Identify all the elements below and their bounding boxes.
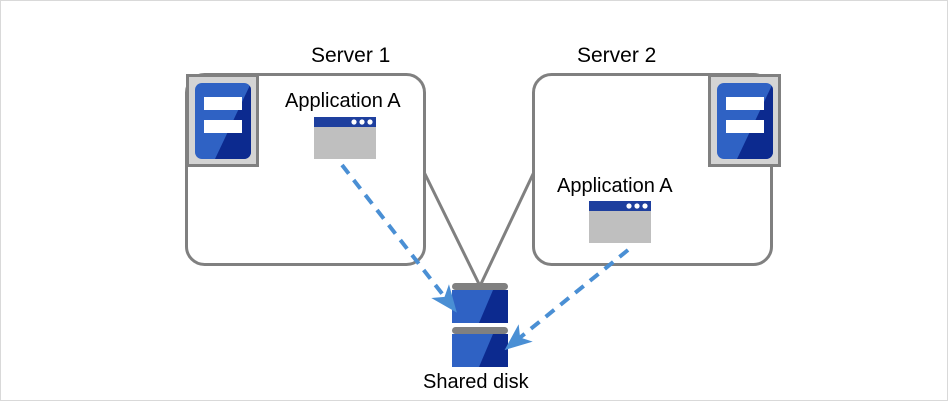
application-window-icon bbox=[314, 117, 376, 159]
server1-to-disk-link bbox=[422, 170, 482, 288]
data-flow-arrows bbox=[340, 163, 630, 351]
connection-lines bbox=[422, 170, 536, 288]
server-icon bbox=[708, 74, 781, 167]
server-1-title: Server 1 bbox=[311, 44, 391, 67]
shared-disk-icon[interactable] bbox=[452, 283, 508, 367]
server2-to-disk-link bbox=[478, 170, 536, 288]
shared-disk-label: Shared disk bbox=[423, 371, 529, 393]
application-window-icon bbox=[589, 201, 651, 243]
server-icon bbox=[186, 74, 259, 167]
app-a-server2-to-disk-arrow bbox=[504, 248, 630, 351]
server-1-application-label: Application A bbox=[285, 90, 401, 112]
server-2-application-label: Application A bbox=[557, 175, 673, 197]
server-2-title: Server 2 bbox=[577, 44, 657, 67]
app-a-server1-to-disk-arrow bbox=[340, 163, 457, 313]
